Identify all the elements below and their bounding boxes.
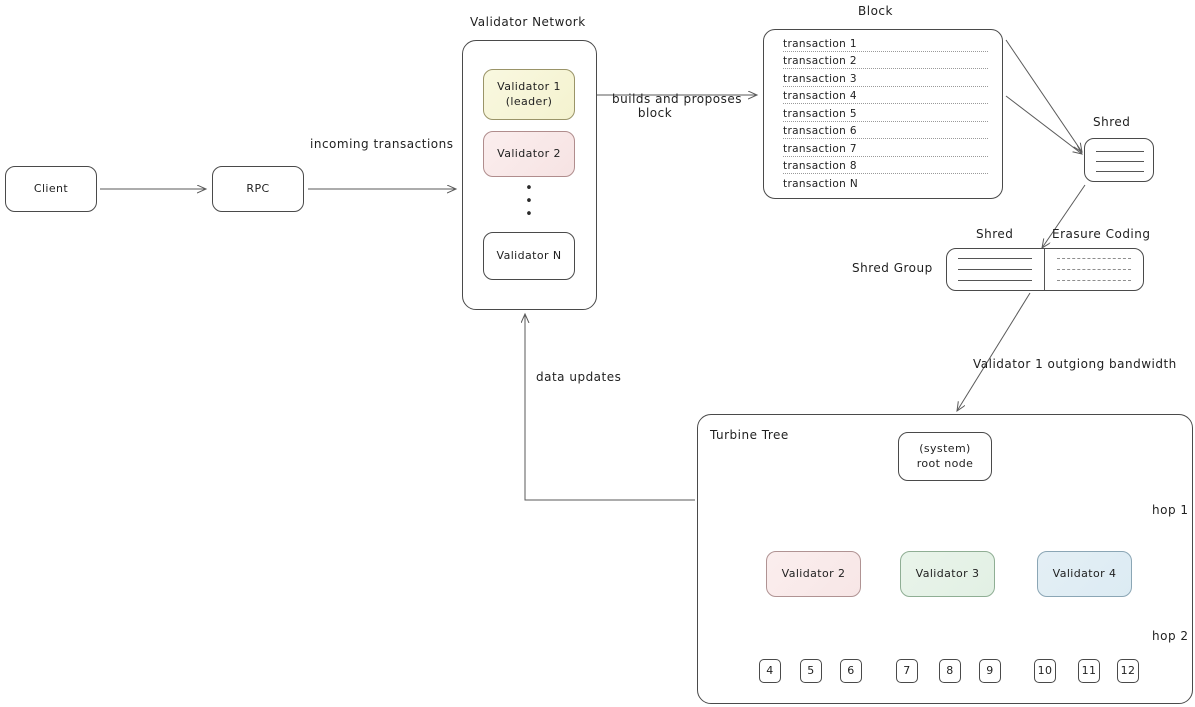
node-tree-validator-4-label: Validator 4 (1052, 566, 1117, 580)
block-transaction-row: transaction 2 (764, 53, 1002, 71)
block-transaction-label: transaction 4 (783, 90, 857, 103)
block-transaction-separator (783, 155, 988, 157)
node-tree-validator-3-label: Validator 3 (915, 566, 980, 580)
node-turbine-leaf-5[interactable]: 5 (800, 659, 822, 683)
node-turbine-leaf-label: 12 (1120, 663, 1136, 677)
edge-label-outgoing-bandwidth: Validator 1 outgiong bandwidth (973, 357, 1177, 371)
node-turbine-leaf-label: 9 (986, 663, 994, 677)
block-transaction-row: transaction N (764, 175, 1002, 193)
node-system-root-line2: root node (916, 456, 974, 470)
node-turbine-leaf-12[interactable]: 12 (1117, 659, 1139, 683)
node-turbine-leaf-label: 8 (946, 663, 954, 677)
block-transaction-label: transaction 2 (783, 55, 857, 68)
block-transaction-separator (783, 103, 988, 104)
node-shred[interactable] (1084, 138, 1154, 182)
node-tree-validator-3[interactable]: Validator 3 (900, 551, 995, 597)
node-system-root-line1: (system) (919, 441, 971, 455)
hop2-label: hop 2 (1152, 629, 1189, 643)
shred-group-parity-line-3 (1057, 280, 1131, 281)
node-turbine-leaf-7[interactable]: 7 (896, 659, 918, 683)
edge-label-builds-proposes-line1: builds and proposes (612, 92, 742, 106)
shred-group-data-line-1 (958, 258, 1032, 259)
node-turbine-leaf-4[interactable]: 4 (759, 659, 781, 683)
node-turbine-leaf-6[interactable]: 6 (840, 659, 862, 683)
block-transaction-row: transaction 7 (764, 140, 1002, 158)
node-rpc-label: RPC (246, 181, 270, 195)
validator-network-title: Validator Network (470, 15, 586, 29)
shred-title: Shred (1093, 115, 1131, 129)
shred-group-data-line-3 (958, 280, 1032, 281)
node-client-label: Client (33, 181, 69, 195)
node-tree-validator-4[interactable]: Validator 4 (1037, 551, 1132, 597)
block-transaction-row: transaction 1 (764, 35, 1002, 53)
validator-ellipsis-icon: ••• (525, 181, 533, 222)
block-transaction-row: transaction 4 (764, 88, 1002, 106)
node-tree-validator-2-label: Validator 2 (781, 566, 846, 580)
node-tree-validator-2[interactable]: Validator 2 (766, 551, 861, 597)
block-transaction-row: transaction 8 (764, 158, 1002, 176)
node-validator-n-label: Validator N (496, 248, 562, 262)
node-turbine-leaf-label: 11 (1081, 663, 1097, 677)
block-transaction-row: transaction 3 (764, 70, 1002, 88)
block-transaction-separator (783, 85, 988, 87)
block-transaction-label: transaction N (783, 177, 859, 190)
block-transaction-separator (783, 138, 988, 139)
container-block: transaction 1 transaction 2 transaction 3 t… (763, 29, 1003, 199)
edge-label-builds-proposes: builds and proposes block (612, 92, 742, 120)
block-transaction-separator (783, 173, 988, 174)
node-turbine-leaf-label: 7 (903, 663, 911, 677)
arrow-shred-group-to-turbine (957, 292, 1031, 411)
node-turbine-leaf-label: 10 (1037, 663, 1053, 677)
node-validator-1-label: Validator 1 (497, 79, 561, 93)
shred-line-2 (1096, 161, 1144, 162)
node-validator-1-sublabel: (leader) (505, 94, 553, 108)
block-transaction-label: transaction 8 (783, 160, 857, 173)
shred-group-right-title: Erasure Coding (1052, 227, 1151, 241)
block-transaction-label: transaction 5 (783, 107, 857, 120)
shred-group-label: Shred Group (852, 261, 933, 275)
shred-group-left-title: Shred (976, 227, 1014, 241)
shred-group-parity-line-2 (1057, 269, 1131, 270)
node-validator-n[interactable]: Validator N (483, 232, 575, 280)
block-transaction-separator (783, 68, 988, 69)
node-turbine-leaf-label: 4 (766, 663, 774, 677)
block-transaction-label: transaction 7 (783, 142, 857, 155)
node-validator-1-leader[interactable]: Validator 1 (leader) (483, 69, 575, 120)
node-system-root[interactable]: (system) root node (898, 432, 992, 481)
node-validator-2[interactable]: Validator 2 (483, 131, 575, 177)
block-transaction-label: transaction 3 (783, 72, 857, 85)
block-transaction-label: transaction 1 (783, 37, 857, 50)
edge-label-incoming-transactions: incoming transactions (310, 137, 454, 151)
shred-line-1 (1096, 151, 1144, 152)
shred-line-3 (1096, 171, 1144, 172)
block-transaction-label: transaction 6 (783, 125, 857, 138)
node-rpc[interactable]: RPC (212, 166, 304, 212)
node-turbine-leaf-label: 6 (847, 663, 855, 677)
node-turbine-leaf-9[interactable]: 9 (979, 659, 1001, 683)
block-title: Block (858, 4, 893, 18)
arrow-block-to-shred-a (1005, 39, 1082, 152)
arrow-block-to-shred-b (1005, 95, 1082, 154)
node-turbine-leaf-10[interactable]: 10 (1034, 659, 1056, 683)
shred-group-parity-line-1 (1057, 258, 1131, 259)
edge-label-data-updates: data updates (536, 370, 622, 384)
node-validator-2-label: Validator 2 (497, 146, 561, 160)
node-turbine-leaf-8[interactable]: 8 (939, 659, 961, 683)
shred-group-data-line-2 (958, 269, 1032, 270)
hop1-label: hop 1 (1152, 503, 1189, 517)
block-transaction-row: transaction 5 (764, 105, 1002, 123)
node-turbine-leaf-11[interactable]: 11 (1078, 659, 1100, 683)
container-shred-group[interactable] (946, 248, 1144, 291)
edge-label-builds-proposes-line2: block (637, 106, 673, 120)
block-transaction-separator (783, 120, 988, 122)
shred-group-divider (1044, 249, 1045, 290)
arrow-data-updates (525, 314, 695, 501)
node-turbine-leaf-label: 5 (807, 663, 815, 677)
block-transaction-row: transaction 6 (764, 123, 1002, 141)
turbine-tree-title: Turbine Tree (710, 428, 789, 442)
node-client[interactable]: Client (5, 166, 97, 212)
arrow-shred-to-shred-group (1042, 184, 1086, 248)
block-transaction-list: transaction 1 transaction 2 transaction 3 t… (764, 30, 1002, 193)
block-transaction-separator (783, 50, 988, 52)
